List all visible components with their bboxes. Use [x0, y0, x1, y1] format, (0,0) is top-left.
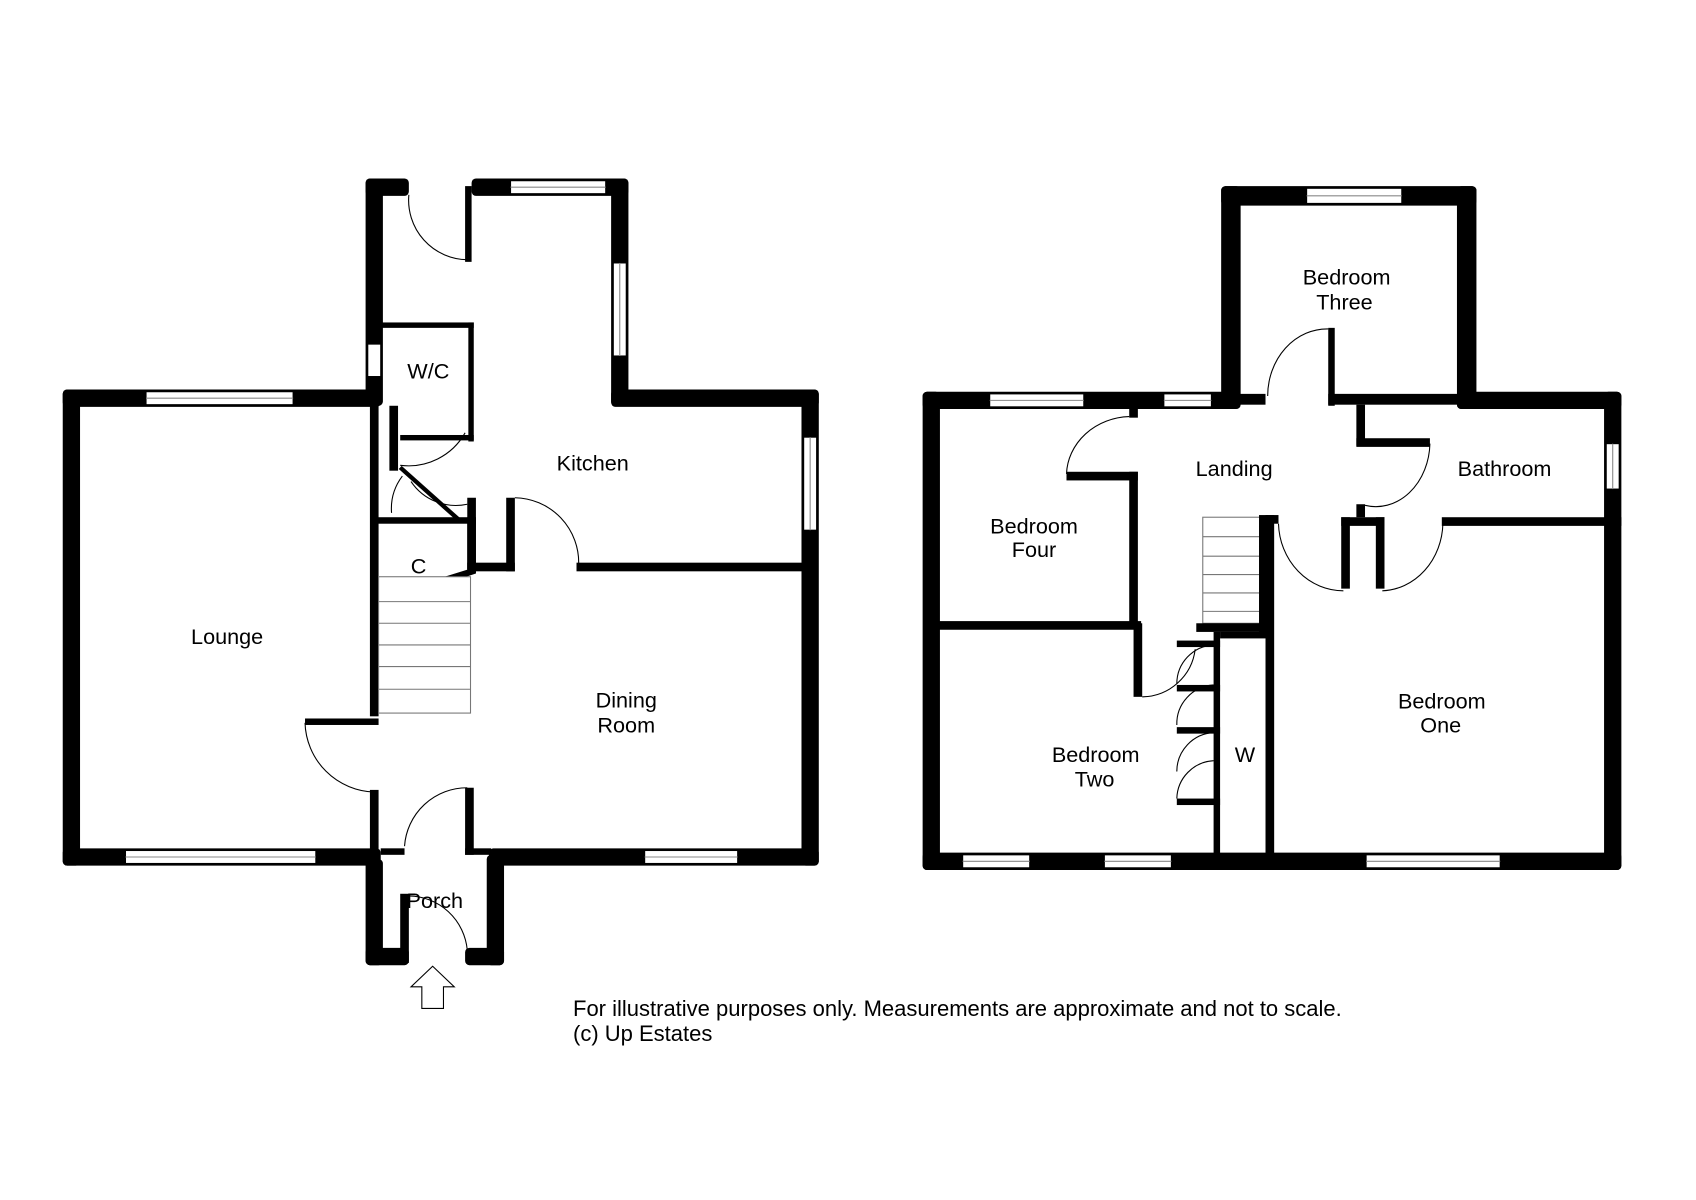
room-label-bedroom-one-1: Bedroom [1398, 689, 1486, 714]
disclaimer-block: For illustrative purposes only. Measurem… [573, 996, 1342, 1046]
ground-floor: Lounge Kitchen W/C C Dining Room Porch [62, 178, 819, 1010]
room-label-bedroom-two-2: Two [1075, 767, 1115, 792]
staircase [1202, 516, 1265, 624]
room-label-dining-1: Dining [596, 688, 657, 713]
up-arrow-icon [409, 965, 456, 1010]
room-label-wardrobe: W [1235, 742, 1256, 767]
copyright-text: (c) Up Estates [573, 1021, 713, 1046]
room-label-landing: Landing [1196, 456, 1273, 481]
room-label-porch: Porch [407, 888, 463, 913]
window [367, 343, 382, 378]
room-label-bedroom-three-1: Bedroom [1303, 265, 1391, 290]
room-label-kitchen: Kitchen [557, 451, 629, 476]
room-label-bedroom-one-2: One [1420, 713, 1461, 738]
room-label-cupboard: C [411, 553, 427, 578]
room-label-dining-2: Room [597, 713, 655, 738]
first-floor: Bedroom Three Landing Bathroom Bedroom F… [922, 186, 1622, 870]
room-label-bathroom: Bathroom [1458, 456, 1552, 481]
room-label-wc: W/C [407, 359, 449, 384]
room-label-bedroom-two-1: Bedroom [1052, 742, 1140, 767]
staircase [378, 576, 472, 714]
room-label-bedroom-four-1: Bedroom [990, 513, 1078, 538]
room-label-lounge: Lounge [191, 624, 263, 649]
room-label-bedroom-three-2: Three [1316, 289, 1372, 314]
room-label-bedroom-four-2: Four [1012, 537, 1056, 562]
disclaimer-text: For illustrative purposes only. Measurem… [573, 996, 1342, 1021]
